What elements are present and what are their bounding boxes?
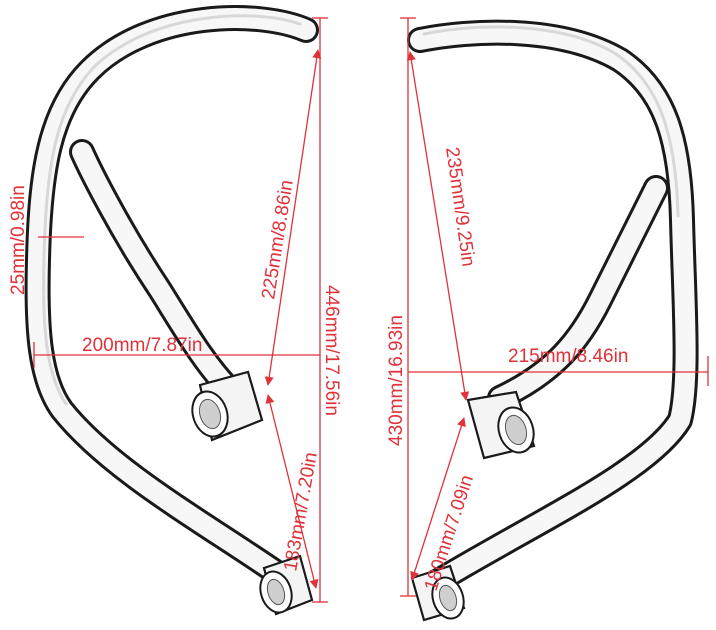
left-tube-diameter-label: 25mm/0.98in [8,185,29,295]
right-upper-diagonal-label: 235mm/9.25in [441,146,479,268]
right-bar-main-tube-highlight [422,25,680,218]
right-crash-bar [407,19,699,622]
right-lower-diagonal-line [410,417,466,581]
left-crash-bar [24,5,319,616]
right-bar-main-tube-fill [410,22,696,590]
left-lower-diagonal-line [265,394,319,589]
left-upper-diagonal-label: 225mm/8.86in [258,179,298,301]
left-width-label: 200mm/7.87in [82,335,202,356]
right-bar-brace-fill [490,178,666,408]
left-bar-main-tube-highlight [42,14,302,406]
left-bar-upper-mount [191,370,264,442]
left-bar-brace-fill [72,142,242,402]
right-width-label: 215mm/8.46in [508,346,628,367]
right-height-label: 430mm/16.93in [386,315,407,446]
left-upper-diagonal-line [264,49,322,386]
right-bar-upper-mount [466,390,536,460]
right-upper-diagonal-line [406,51,470,401]
left-height-label: 446mm/17.56in [321,285,342,416]
